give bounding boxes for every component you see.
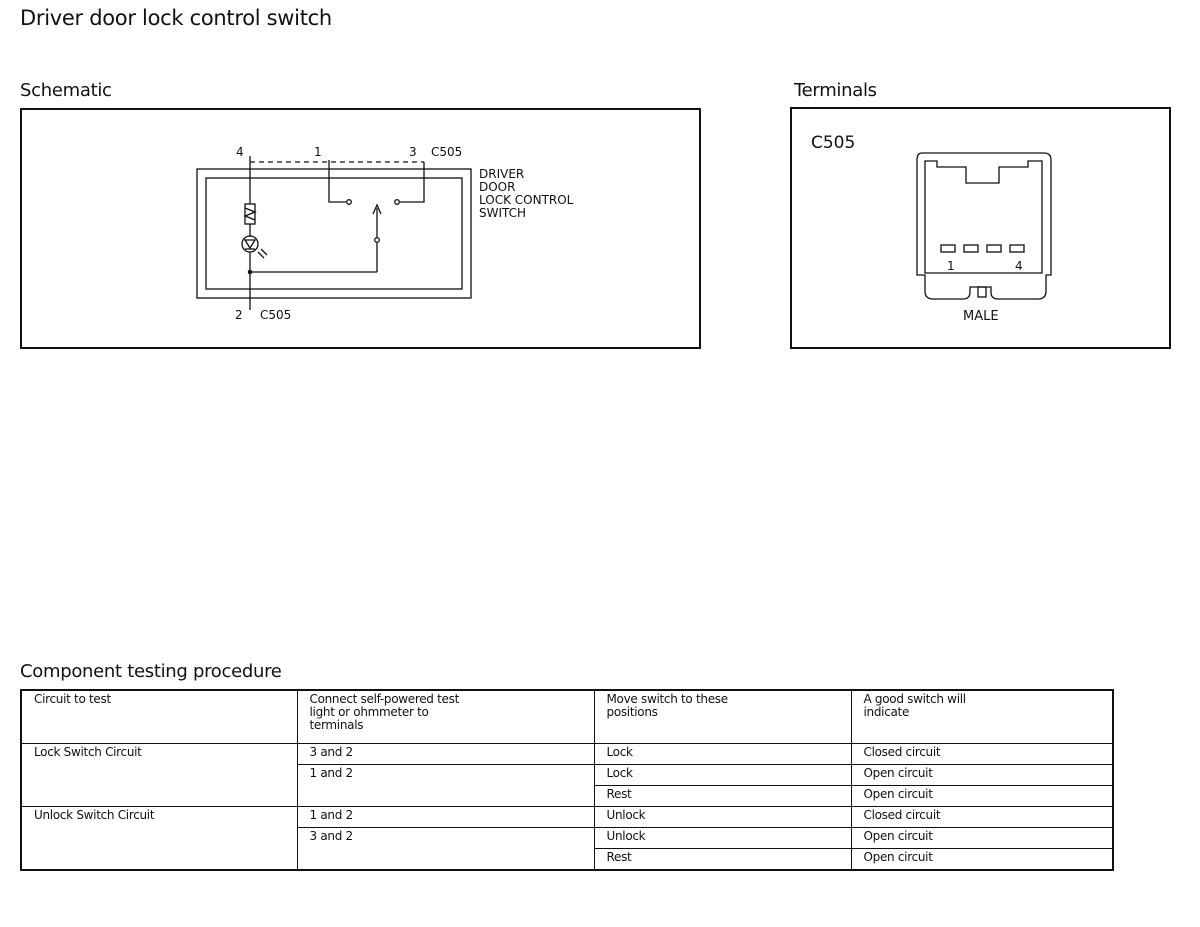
component-label-line3: LOCK CONTROL — [479, 193, 574, 207]
schematic-heading: Schematic — [20, 80, 112, 101]
component-label-line1: DRIVER — [479, 167, 524, 181]
pin-label-3: 3 — [409, 145, 417, 159]
table-cell-circuit: Unlock Switch Circuit — [20, 806, 298, 871]
component-label-line4: SWITCH — [479, 206, 526, 220]
switch-housing-outer — [196, 168, 472, 299]
table-cell-circuit: Lock Switch Circuit — [20, 743, 298, 807]
table-cell-position: Rest — [593, 785, 852, 807]
pin-label-2: 2 — [235, 308, 243, 322]
table-cell-indicate: Open circuit — [850, 827, 1114, 849]
table-cell-indicate: Closed circuit — [850, 743, 1114, 765]
pin3-contact — [394, 199, 400, 205]
pin1-wire — [328, 160, 346, 203]
terminals-panel: C505 1 4 MALE — [790, 107, 1171, 349]
resistor-zigzag — [243, 207, 257, 221]
table-cell-position: Lock — [593, 743, 852, 765]
terminal-pin-3 — [986, 244, 1002, 253]
connector-label-top: C505 — [431, 145, 462, 159]
table-row: Rest Open circuit — [21, 785, 1114, 807]
table-row: Lock Switch Circuit 3 and 2 Lock Closed … — [20, 743, 1114, 807]
schematic-diagram: 4 1 3 C505 2 C505 DRIVER DOOR LOCK CONTR… — [196, 145, 574, 322]
pin-label-1: 1 — [314, 145, 322, 159]
table-row: Unlock Switch Circuit 1 and 2 Unlock Clo… — [20, 806, 1114, 871]
table-cell-terminals: 1 and 2 — [296, 806, 595, 828]
table-cell-position: Rest — [593, 848, 852, 871]
table-cell-terminals: 3 and 2 — [296, 743, 595, 765]
table-cell-indicate: Open circuit — [850, 785, 1114, 807]
terminal-pin-2 — [963, 244, 979, 253]
switch-pivot — [374, 237, 380, 243]
procedure-table: Circuit to test Connect self-powered tes… — [20, 689, 1114, 871]
table-header-cell: A good switch will indicate — [850, 689, 1114, 744]
table-cell-terminals: 3 and 2 — [296, 827, 595, 871]
connector-housing-inner — [924, 160, 1043, 274]
pin1-contact — [346, 199, 352, 205]
switch-arrow-icon — [372, 203, 382, 215]
table-header-cell: Connect self-powered test light or ohmme… — [296, 689, 595, 744]
component-label-line2: DOOR — [479, 180, 515, 194]
table-header-row: Circuit to test Connect self-powered tes… — [20, 689, 1114, 744]
pin-label-4: 4 — [236, 145, 244, 159]
page-title: Driver door lock control switch — [20, 6, 332, 30]
procedure-heading: Component testing procedure — [20, 661, 282, 682]
terminal-pin-4 — [1009, 244, 1025, 253]
connector-label-bottom: C505 — [260, 308, 291, 322]
terminal-pin-1 — [940, 244, 956, 253]
table-header-cell: Move switch to these positions — [593, 689, 852, 744]
connector-key — [977, 286, 987, 298]
connector-gender-label: MALE — [963, 309, 999, 324]
terminals-heading: Terminals — [794, 80, 877, 101]
table-cell-position: Unlock — [593, 827, 852, 849]
terminals-connector-label: C505 — [811, 133, 855, 153]
terminal-label-1: 1 — [947, 259, 955, 273]
led-diode-symbol — [243, 239, 257, 250]
switch-housing-inner — [205, 177, 463, 290]
table-cell-indicate: Closed circuit — [850, 806, 1114, 828]
table-row: Rest Open circuit — [21, 848, 1114, 871]
pin3-wire — [400, 162, 425, 203]
table-cell-position: Unlock — [593, 806, 852, 828]
table-cell-indicate: Open circuit — [850, 764, 1114, 786]
connector-housing-outline — [916, 152, 1052, 300]
terminal-label-4: 4 — [1015, 259, 1023, 273]
table-cell-position: Lock — [593, 764, 852, 786]
table-cell-indicate: Open circuit — [850, 848, 1114, 871]
schematic-panel: 4 1 3 C505 2 C505 DRIVER DOOR LOCK CONTR… — [20, 108, 701, 349]
table-cell-terminals: 1 and 2 — [296, 764, 595, 807]
connector-face-diagram: C505 1 4 MALE — [811, 133, 1052, 324]
table-header-cell: Circuit to test — [20, 689, 298, 744]
table-row: 3 and 2 Unlock Open circuit — [21, 827, 1114, 871]
led-light-ray-icon — [257, 251, 265, 259]
table-row: 1 and 2 Lock Open circuit — [21, 764, 1114, 807]
